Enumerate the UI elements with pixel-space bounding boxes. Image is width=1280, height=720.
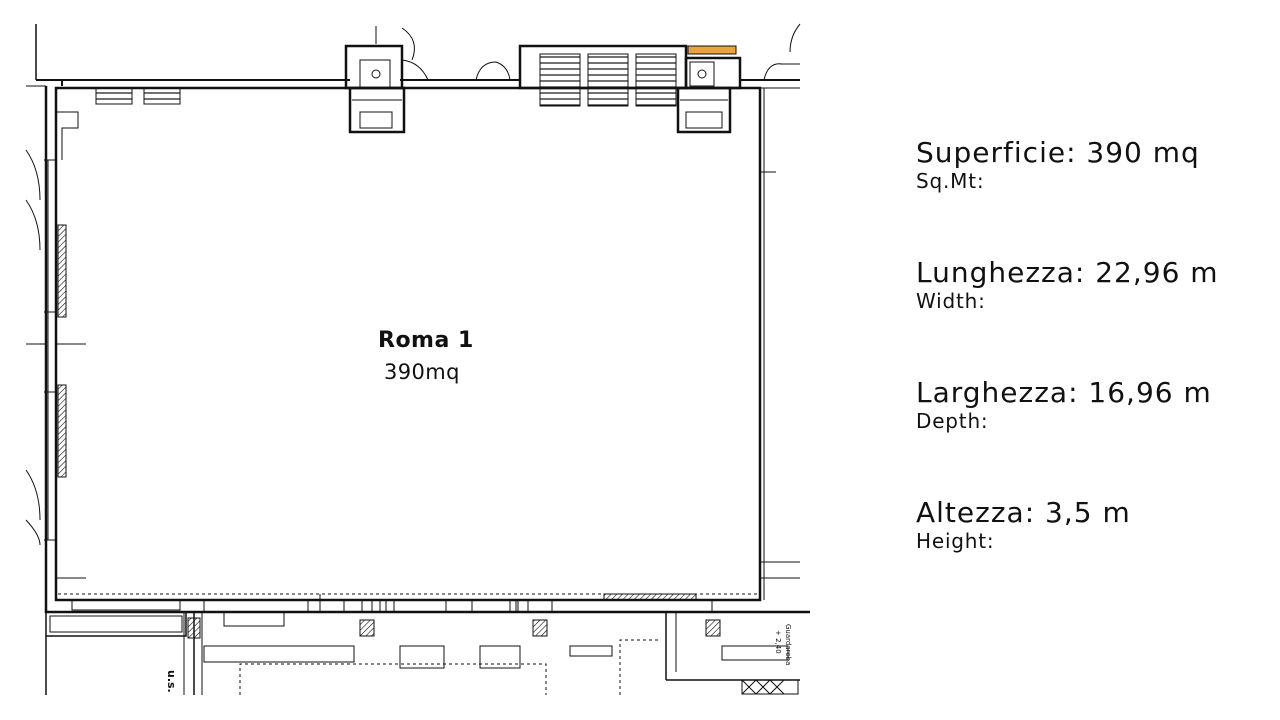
guardaroba-label: Guardaroba <box>784 624 792 666</box>
floor-plan <box>25 23 810 695</box>
service-shaft <box>344 26 406 134</box>
spec-length: Lunghezza: 22,96 m Width: <box>916 256 1276 376</box>
room-specs: Superficie: 390 mq Sq.Mt: Lunghezza: 22,… <box>916 136 1276 616</box>
spec-surface-value: Superficie: 390 mq <box>916 136 1200 169</box>
spec-width: Larghezza: 16,96 m Depth: <box>916 376 1276 496</box>
spec-height-unit: Height: <box>916 529 995 553</box>
us-label: u.s. <box>165 670 178 693</box>
hatched-column <box>57 384 67 478</box>
left-wall-details <box>25 111 86 546</box>
spec-height-value: Altezza: 3,5 m <box>916 496 1131 529</box>
spec-length-unit: Width: <box>916 289 986 313</box>
level-label: + 2,40 <box>774 630 782 654</box>
hatched-column <box>57 224 67 318</box>
radiators <box>95 87 181 105</box>
spec-height: Altezza: 3,5 m Height: <box>916 496 1276 616</box>
room-area: 390mq <box>384 360 460 384</box>
spec-width-unit: Depth: <box>916 409 989 433</box>
spec-width-value: Larghezza: 16,96 m <box>916 376 1212 409</box>
spec-surface-unit: Sq.Mt: <box>916 169 985 193</box>
stair-block <box>518 44 688 107</box>
bottom-corridor <box>45 611 800 695</box>
service-shaft <box>676 45 742 134</box>
spec-length-value: Lunghezza: 22,96 m <box>916 256 1219 289</box>
room-name: Roma 1 <box>378 328 474 353</box>
spec-surface: Superficie: 390 mq Sq.Mt: <box>916 136 1276 256</box>
doors <box>401 23 801 81</box>
bottom-columns <box>187 617 721 639</box>
bottom-wall <box>58 593 758 627</box>
